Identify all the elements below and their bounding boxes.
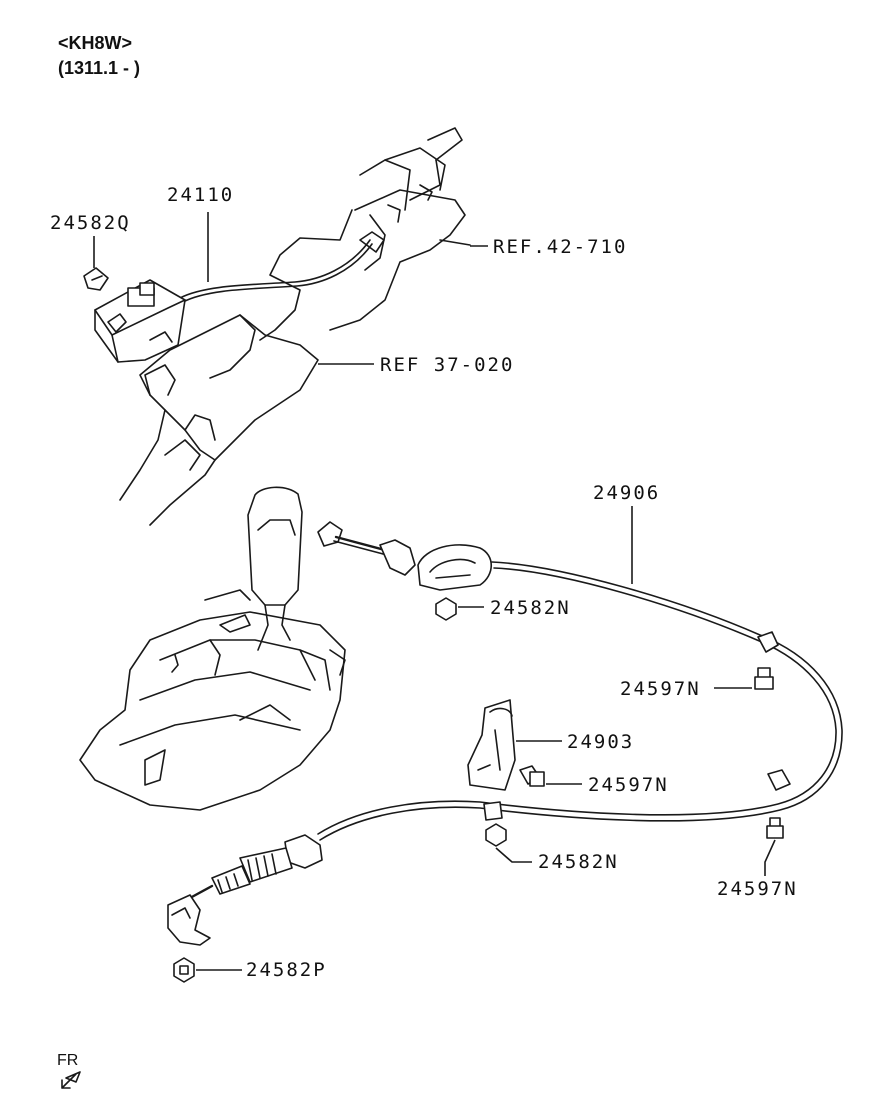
callout-24597n-middle: 24597N xyxy=(588,774,669,796)
callout-24110: 24110 xyxy=(167,184,235,206)
callout-ref-37-020: REF 37-020 xyxy=(380,354,515,376)
date-range: (1311.1 - ) xyxy=(58,58,141,78)
lock-cable xyxy=(179,239,373,303)
front-direction-arrow xyxy=(61,1071,81,1089)
callout-24903: 24903 xyxy=(567,731,635,753)
bracket-24903 xyxy=(467,699,516,791)
callout-ref-42-710: REF.42-710 xyxy=(493,236,628,258)
callout-24582p: 24582P xyxy=(246,959,327,981)
callout-24597n-upper: 24597N xyxy=(620,678,701,700)
key-lock-unit xyxy=(83,267,186,363)
callout-24582n-lower: 24582N xyxy=(538,851,619,873)
callout-24597n-lower: 24597N xyxy=(717,878,798,900)
leader-lines xyxy=(93,212,776,971)
callout-24582q: 24582Q xyxy=(50,212,131,234)
callout-24906: 24906 xyxy=(593,482,661,504)
fasteners xyxy=(173,597,784,983)
steering-column xyxy=(259,127,471,341)
control-cable xyxy=(167,521,843,946)
model-code: <KH8W> xyxy=(58,33,133,53)
shift-console xyxy=(79,486,346,811)
front-direction-label: FR xyxy=(57,1052,79,1069)
column-cover xyxy=(119,314,319,526)
callout-24582n-upper: 24582N xyxy=(490,597,571,619)
